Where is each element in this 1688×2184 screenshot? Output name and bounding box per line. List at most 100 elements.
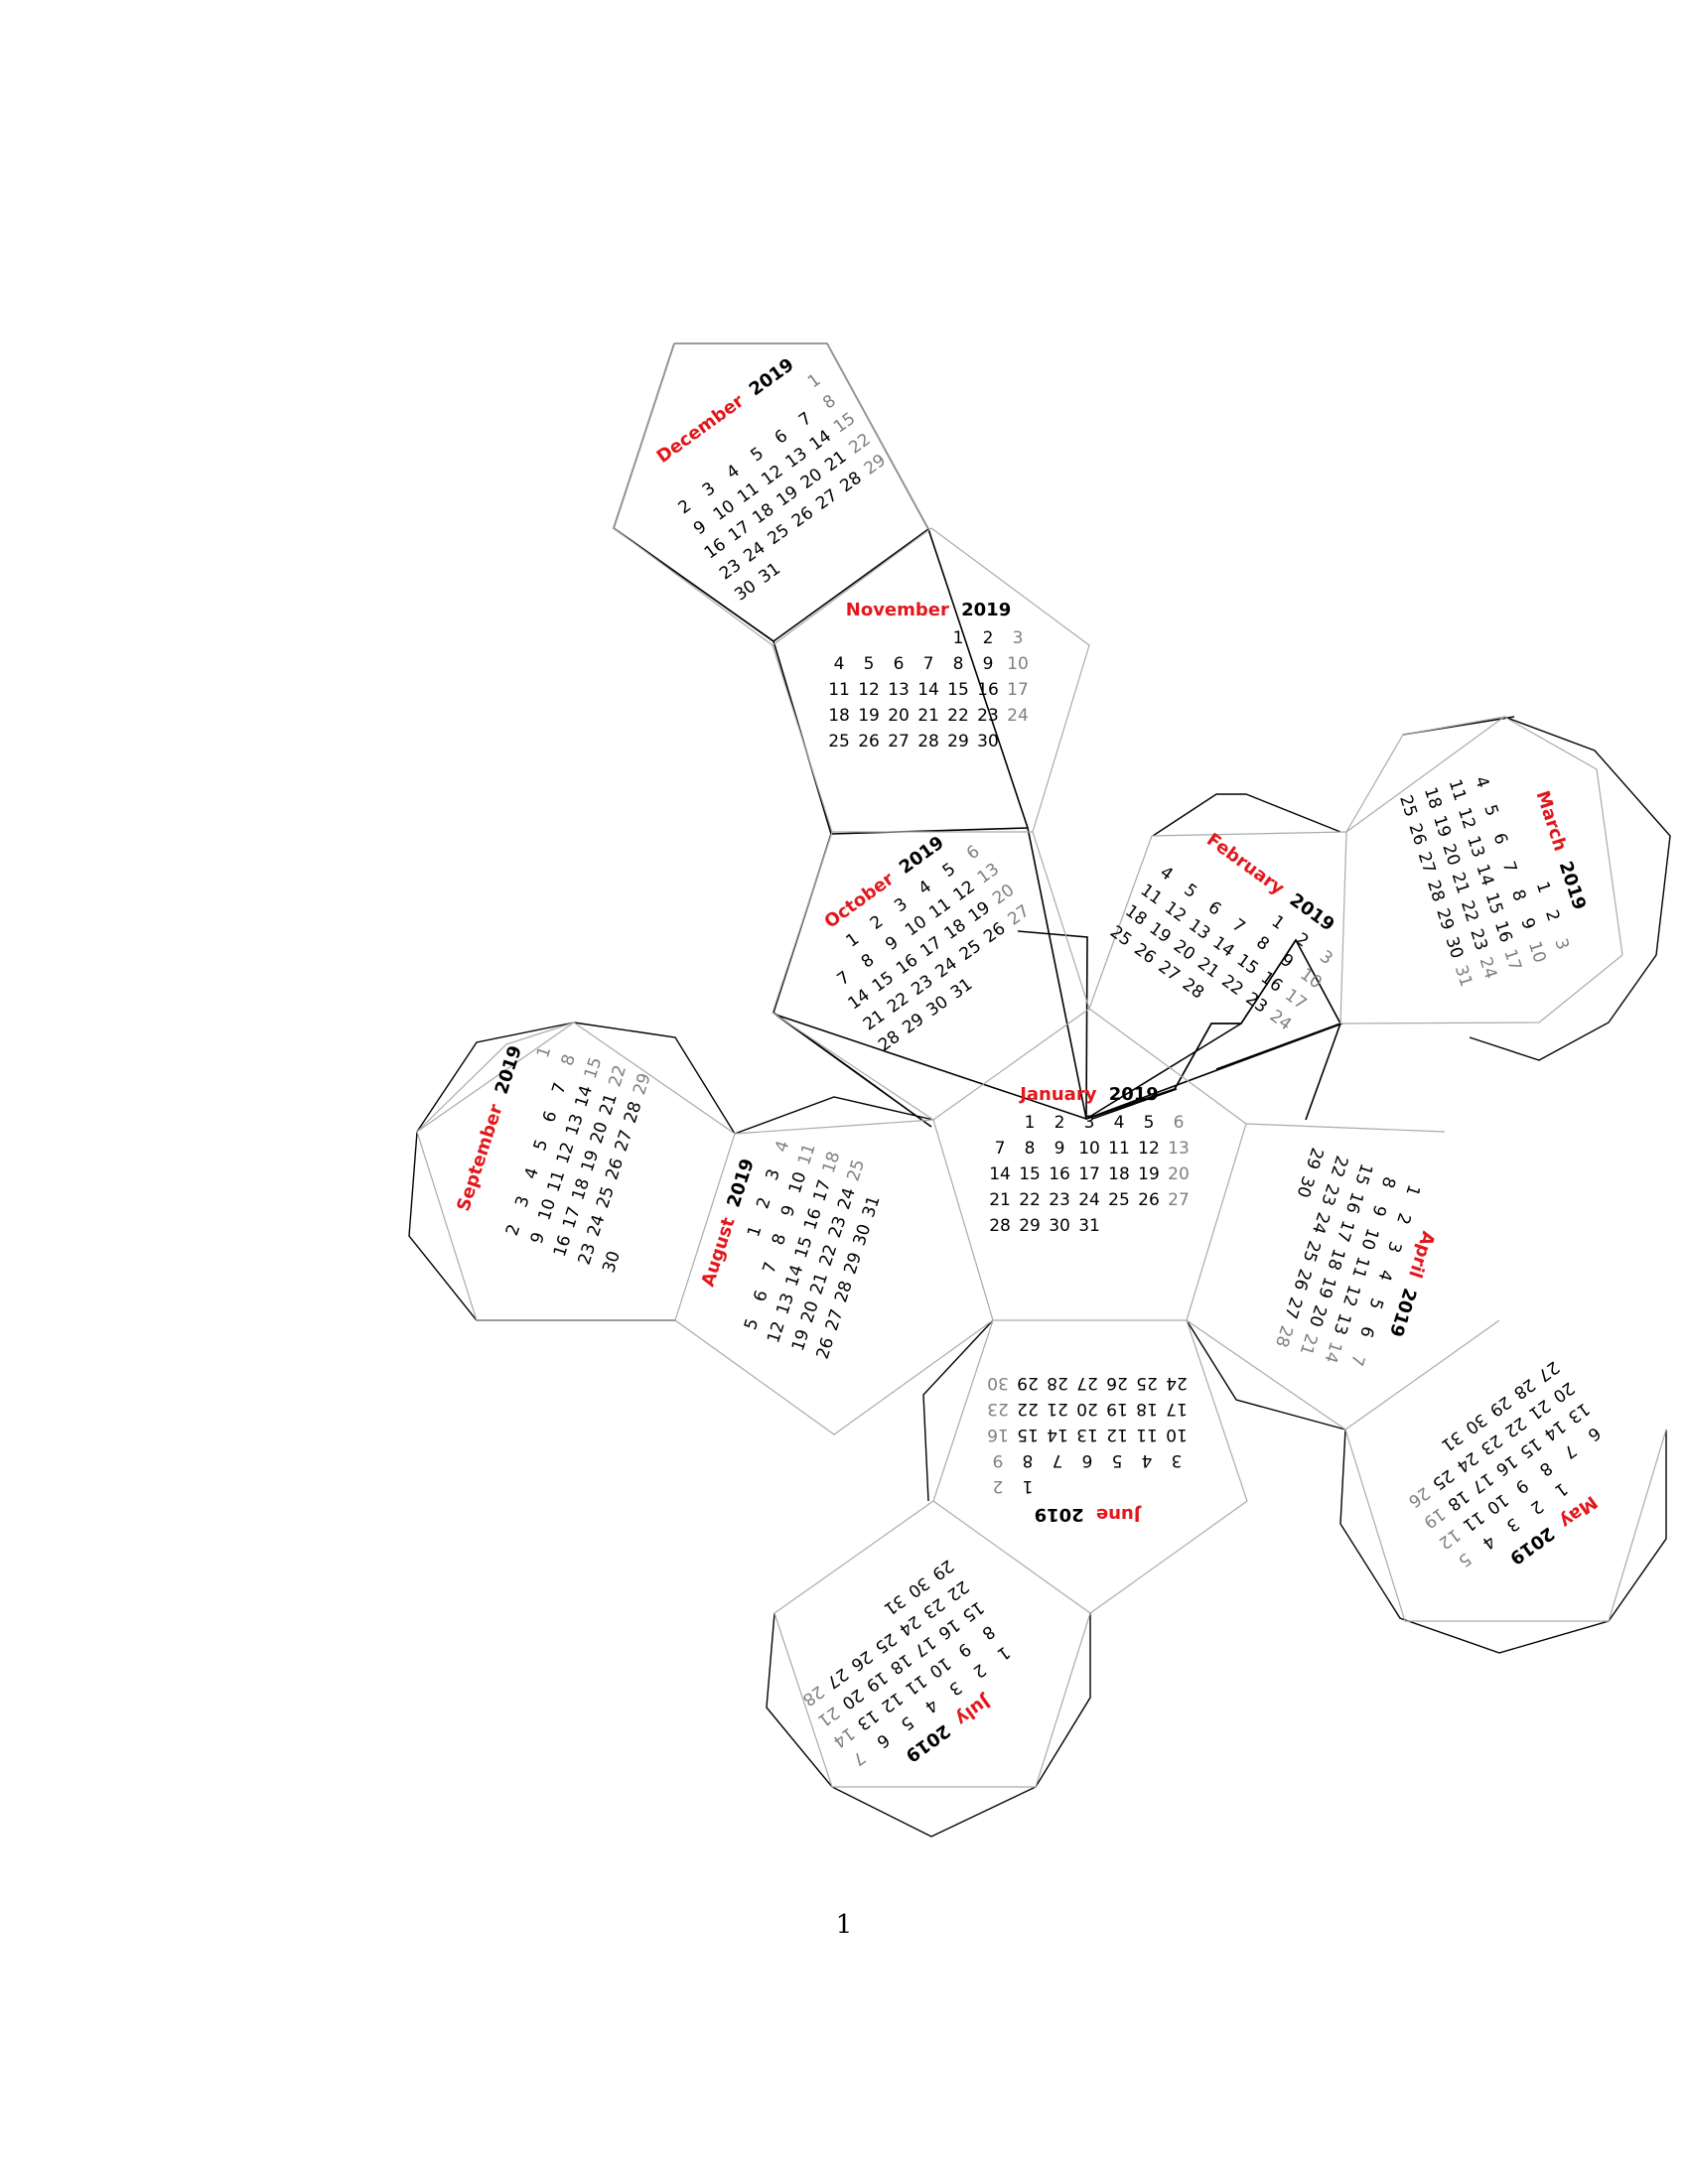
month-title: June 2019: [1035, 1504, 1143, 1525]
day-cell: 2: [983, 628, 994, 648]
day-cell: 24: [1453, 1447, 1481, 1476]
day-cell: 18: [1108, 1164, 1130, 1184]
day-cell: 17: [809, 1177, 835, 1204]
day-cell: 20: [838, 1685, 867, 1713]
day-cell: 20: [1076, 1399, 1098, 1419]
day-cell: 26: [1289, 1267, 1315, 1294]
day-cell: 15: [869, 968, 898, 997]
day-cell: 1: [804, 370, 825, 393]
month-name: June: [1096, 1504, 1143, 1525]
day-cell: 20: [1168, 1164, 1190, 1184]
day-cell: 14: [571, 1083, 597, 1110]
month-face-july: July 20191234567891011121314151617181920…: [798, 1556, 1013, 1770]
day-cell: 25: [828, 732, 850, 751]
day-cell: 7: [923, 654, 934, 674]
month-year: 2019: [1035, 1504, 1090, 1525]
day-cell: 9: [1277, 950, 1298, 973]
day-cell: 7: [995, 1139, 1006, 1159]
day-cell: 12: [877, 1688, 906, 1716]
day-cell: 15: [1017, 1425, 1039, 1444]
day-cell: 9: [993, 1450, 1004, 1470]
month-year: 2019: [1281, 886, 1338, 935]
day-cell: 4: [834, 654, 845, 674]
day-cell: 3: [763, 1166, 784, 1182]
day-cell: 11: [1347, 1254, 1373, 1281]
day-cell: 18: [1136, 1399, 1158, 1419]
day-cell: 20: [797, 465, 826, 493]
day-cell: 13: [1564, 1399, 1593, 1428]
day-cell: 23: [977, 706, 999, 726]
day-cell: 29: [1302, 1145, 1328, 1171]
tab-edge: [922, 1319, 994, 1502]
month-name: February: [1202, 829, 1288, 899]
cut-line: [1215, 1023, 1341, 1070]
day-cell: 1: [744, 1223, 766, 1239]
day-cell: 27: [823, 1664, 852, 1693]
day-cell: 9: [983, 654, 994, 674]
day-cell: 14: [829, 1722, 858, 1751]
day-cell: 6: [1204, 897, 1225, 920]
day-cell: 7: [1346, 1352, 1368, 1368]
day-cell: 16: [934, 1614, 963, 1643]
day-cell: 22: [1457, 898, 1482, 925]
day-cell: 5: [741, 1316, 763, 1332]
day-cell: 6: [1584, 1423, 1605, 1445]
day-cell: 29: [1432, 906, 1458, 933]
day-cell: 27: [1534, 1357, 1563, 1386]
day-cell: 28: [1509, 1374, 1538, 1403]
day-cell: 10: [710, 496, 739, 525]
day-cell: 23: [908, 971, 936, 1000]
day-cell: 8: [769, 1231, 790, 1247]
month-name: December: [653, 390, 749, 467]
day-cell: 25: [843, 1158, 869, 1184]
day-cell: 1: [1025, 1113, 1036, 1133]
day-cell: 9: [1516, 915, 1538, 931]
day-cell: 14: [1047, 1425, 1068, 1444]
day-cell: 18: [1444, 1486, 1473, 1515]
day-cell: 31: [1451, 963, 1477, 990]
day-cell: 25: [593, 1184, 619, 1211]
day-cell: 23: [716, 556, 745, 585]
day-cell: 14: [917, 680, 939, 700]
day-cell: 19: [862, 1667, 891, 1696]
day-cell: 2: [1292, 929, 1313, 952]
day-cell: 17: [1468, 1468, 1496, 1497]
day-cell: 30: [923, 992, 952, 1021]
day-cell: 27: [1280, 1295, 1306, 1321]
day-cell: 3: [1550, 936, 1572, 952]
day-cell: 24: [1266, 1007, 1295, 1035]
day-cell: 18: [1420, 785, 1446, 812]
day-cell: 28: [798, 1681, 827, 1709]
day-cell: 13: [1185, 915, 1213, 944]
day-cell: 9: [527, 1230, 549, 1246]
day-cell: 21: [860, 1007, 889, 1035]
day-cell: 16: [1049, 1164, 1070, 1184]
day-cell: 3: [945, 1677, 966, 1700]
day-cell: 10: [1007, 654, 1029, 674]
day-cell: 12: [858, 680, 880, 700]
day-cell: 14: [806, 426, 835, 455]
day-cell: 31: [947, 975, 976, 1004]
day-cell: 24: [1166, 1373, 1188, 1393]
day-cell: 19: [788, 1327, 814, 1354]
day-cell: 17: [1281, 985, 1310, 1014]
day-cell: 12: [553, 1140, 579, 1166]
month-title: February 2019: [1202, 829, 1338, 935]
tab-edge: [1152, 793, 1341, 837]
tab-edge: [1339, 1429, 1667, 1654]
cut-line: [1091, 1088, 1178, 1120]
day-cell: 16: [977, 680, 999, 700]
day-cell: 11: [828, 680, 850, 700]
fold-line: [1344, 1429, 1667, 1622]
day-cell: 29: [840, 1250, 866, 1277]
day-cell: 2: [1055, 1113, 1065, 1133]
day-cell: 11: [794, 1142, 820, 1168]
day-cell: 21: [1296, 1331, 1322, 1358]
day-cell: 23: [1477, 1430, 1505, 1458]
day-cell: 28: [1423, 878, 1449, 904]
day-cell: 26: [813, 1335, 839, 1362]
day-cell: 17: [1499, 947, 1525, 974]
day-cell: 12: [1435, 1524, 1464, 1553]
month-face-october: October 20191234567891011121314151617181…: [820, 832, 1033, 1055]
